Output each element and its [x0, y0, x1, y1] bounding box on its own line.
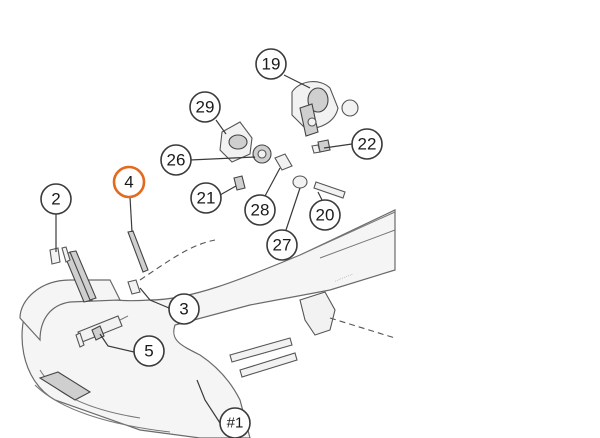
- callout-circle: [160, 144, 192, 176]
- leader-21: [219, 185, 237, 196]
- callout-label: #1: [227, 415, 244, 432]
- mount-inner: [257, 149, 267, 159]
- callout-circle: [40, 183, 72, 215]
- actuator-part-19: [291, 81, 339, 137]
- bracket-part-29: [219, 121, 253, 163]
- callout-27: 27: [266, 229, 298, 261]
- bolt-22b: [311, 144, 321, 154]
- plug-dash-line: [139, 239, 216, 281]
- heat-shield-slot: [229, 337, 293, 363]
- actuator-pivot: [307, 117, 317, 127]
- callout-circle: [244, 194, 276, 226]
- callout-20: 20: [309, 199, 341, 231]
- leader-lines: [55, 74, 353, 424]
- callout-label: 3: [179, 300, 188, 319]
- pipe-clamp-band: [38, 371, 92, 401]
- gasket-ring-2: [69, 250, 97, 301]
- callout-5: 5: [133, 335, 165, 367]
- leader-28: [264, 167, 281, 197]
- gasket-ring-1: [63, 251, 93, 303]
- plug-body: [127, 279, 141, 295]
- header-pipe: [21, 209, 396, 438]
- callout-22: 22: [351, 128, 383, 160]
- callout-circle: [219, 407, 251, 438]
- callout-label: 5: [144, 342, 153, 361]
- callout-26: 26: [160, 144, 192, 176]
- sensor-end: [75, 332, 85, 348]
- callout-circle: [168, 293, 200, 325]
- callout-2: 2: [40, 183, 72, 215]
- leader-19: [283, 74, 311, 89]
- leader-5: [99, 333, 135, 353]
- callout-21: 21: [190, 182, 222, 214]
- muffler-edge-top: [299, 211, 396, 256]
- muffler-bracket: [299, 291, 336, 336]
- callout-3: 3: [168, 293, 200, 325]
- leader-4: [129, 196, 133, 233]
- callout-circle: [189, 91, 221, 123]
- callout-circle: [190, 182, 222, 214]
- callout-4-highlighted: 4: [112, 165, 146, 199]
- screw-part-21: [233, 175, 246, 191]
- callout-label: 19: [262, 55, 281, 74]
- callout-circle: [266, 229, 298, 261]
- pipe-bend-contour-2: [34, 384, 171, 433]
- callout-circle: [351, 128, 383, 160]
- callout-label: 4: [124, 173, 133, 192]
- callout-1: #1: [219, 407, 251, 438]
- callout-19: 19: [255, 48, 287, 80]
- callout-circle: [112, 165, 146, 199]
- callout-28: 28: [244, 194, 276, 226]
- callout-label: 20: [316, 206, 335, 225]
- heat-shield-slot-2: [239, 352, 298, 378]
- washer-part-27: [292, 175, 308, 189]
- callout-circle: [255, 48, 287, 80]
- callout-label: 22: [358, 135, 377, 154]
- callout-29: 29: [189, 91, 221, 123]
- leader-27: [285, 187, 301, 231]
- leader-29: [215, 119, 227, 135]
- probe-rod: [127, 230, 149, 273]
- bracket-dash-line: [329, 317, 396, 339]
- probe-part-4: [127, 230, 149, 273]
- rubber-mount-part-26: [252, 144, 272, 164]
- gasket-small-clip: [49, 247, 61, 265]
- cap-ball: [341, 99, 359, 117]
- gasket-part-2: [49, 246, 97, 303]
- plug-part-3: [127, 239, 216, 295]
- callout-circle: [133, 335, 165, 367]
- gasket-tab: [61, 246, 71, 263]
- sleeve-part-28: [274, 153, 293, 171]
- callout-label: 26: [167, 151, 186, 170]
- callout-label: 29: [196, 98, 215, 117]
- callout-label: 2: [51, 190, 60, 209]
- callout-label: 27: [273, 236, 292, 255]
- leader-22: [323, 143, 353, 149]
- callout-circle: [309, 199, 341, 231]
- leader-20: [317, 191, 323, 201]
- callout-label: 28: [251, 201, 270, 220]
- leader-26: [189, 156, 256, 161]
- bracket-hole: [228, 134, 248, 150]
- bolts-part-22: [311, 139, 331, 154]
- leader-3: [139, 287, 170, 309]
- callout-label: 21: [197, 189, 216, 208]
- muffler-edge-mid: [319, 229, 396, 259]
- leader-1: [196, 379, 221, 424]
- actuator-drum: [307, 87, 329, 113]
- sensor-tip: [119, 315, 129, 321]
- bolt-part-20: [313, 181, 346, 199]
